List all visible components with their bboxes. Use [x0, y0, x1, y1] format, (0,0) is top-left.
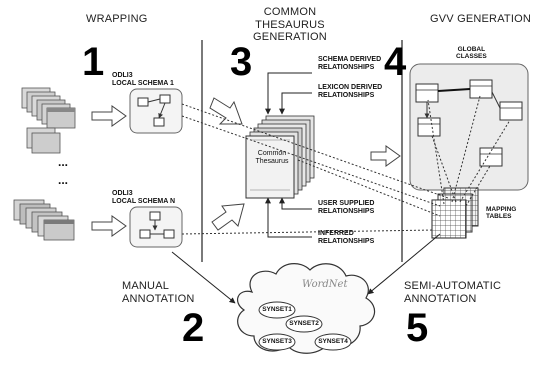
schema-derived-label: SCHEMA DERIVED RELATIONSHIPS [318, 56, 382, 72]
wrap-arrow-top [91, 105, 127, 127]
synset4-ellipse [314, 333, 352, 351]
semi-automatic-annotation-label: SEMI-AUTOMATIC ANNOTATION [404, 280, 502, 305]
source-documents-bottom [13, 199, 75, 241]
user-supplied-label: USER SUPPLIED RELATIONSHIPS [318, 200, 375, 216]
global-classes-label: GLOBAL CLASSES [456, 46, 487, 61]
schema-to-thesaurus-arrow-bottom [211, 203, 245, 231]
global-classes-box [409, 63, 529, 191]
mapping-links [181, 95, 511, 235]
step-number-3: 3 [230, 40, 253, 84]
header-common-thesaurus-generation: COMMON THESAURUS GENERATION [253, 6, 327, 44]
thesaurus-to-gvv-arrow [370, 145, 401, 167]
inferred-label: INFERRED RELATIONSHIPS [318, 230, 375, 246]
local-schema-1-label: ODLI3 LOCAL SCHEMA 1 [112, 72, 174, 88]
mapping-tables [431, 187, 479, 239]
local-schema-n-label: ODLI3 LOCAL SCHEMA N [112, 190, 175, 206]
wordnet-cloud [236, 263, 376, 354]
synset-1-label: SYNSET1 [262, 306, 292, 313]
wrap-arrow-bottom [91, 215, 127, 237]
header-wrapping: WRAPPING [86, 13, 148, 25]
step-number-5: 5 [406, 306, 429, 350]
source-documents-top [21, 87, 76, 154]
sources-ellipsis-bottom: ... [58, 173, 69, 187]
synset-4-label: SYNSET4 [318, 338, 348, 345]
lexicon-derived-label: LEXICON DERIVED RELATIONSHIPS [318, 84, 383, 100]
header-gvv-generation: GVV GENERATION [430, 13, 531, 25]
mapping-tables-label: MAPPING TABLES [486, 206, 517, 221]
synset-2-label: SYNSET2 [289, 320, 319, 327]
step-number-1: 1 [82, 40, 105, 84]
synset1-ellipse [258, 301, 296, 319]
step-number-2: 2 [182, 306, 205, 350]
sources-ellipsis-top: ... [58, 155, 69, 169]
schema-derived-arrow [265, 72, 312, 115]
manual-annotation-label: MANUAL ANNOTATION [122, 280, 195, 305]
step-number-4: 4 [384, 40, 407, 84]
user-supplied-arrow [279, 197, 312, 210]
inferred-arrow [265, 197, 312, 238]
synset2-ellipse [285, 315, 323, 333]
schema-to-thesaurus-arrow-top [209, 97, 243, 125]
common-thesaurus-label: Common Thesaurus [255, 150, 289, 166]
lexicon-derived-arrow [279, 92, 312, 115]
local-schema-1-box [129, 88, 183, 134]
wordnet-logo: WordNet [302, 279, 348, 290]
manual-annotation-arrow [171, 251, 236, 304]
local-schema-n-box [129, 206, 183, 248]
synset3-ellipse [258, 333, 296, 351]
semi-automatic-annotation-arrow [367, 233, 441, 295]
synset-3-label: SYNSET3 [262, 338, 292, 345]
